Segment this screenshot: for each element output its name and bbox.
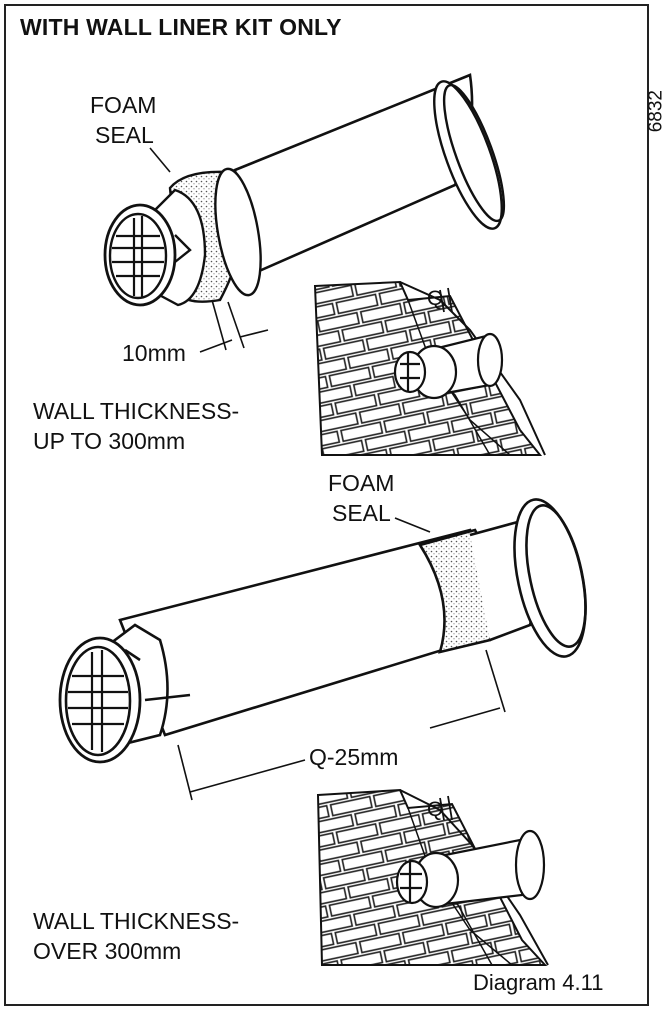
bottom-wall-thickness-line2: OVER 300mm [33,938,182,964]
diagram-frame [4,4,649,1006]
bottom-wall-inset [316,788,549,966]
bottom-dimension-lines [177,649,506,801]
top-wall-inset [313,280,546,456]
bottom-flue-terminal [58,498,587,764]
top-foam-seal-label-line2: SEAL [95,122,154,148]
diagram-title: WITH WALL LINER KIT ONLY [20,14,342,40]
bottom-wall-thickness-line1: WALL THICKNESS- [33,908,240,934]
top-q-label: Q [427,287,444,310]
bottom-q-label: Q [427,798,444,821]
diagram-caption: Diagram 4.11 [473,970,604,995]
top-foam-seal-label-line1: FOAM [90,92,157,118]
top-wall-thickness-line1: WALL THICKNESS- [33,398,240,424]
bottom-dimension-label: Q-25mm [309,744,399,770]
top-wall-thickness-line2: UP TO 300mm [33,428,186,454]
top-dimension-label: 10mm [122,340,186,366]
bottom-foam-seal-label-line1: FOAM [328,470,395,496]
top-dimension-lines [199,299,269,353]
bottom-foam-seal-label-line2: SEAL [332,500,391,526]
leader-lines [149,147,431,533]
top-flue-terminal [103,73,506,307]
